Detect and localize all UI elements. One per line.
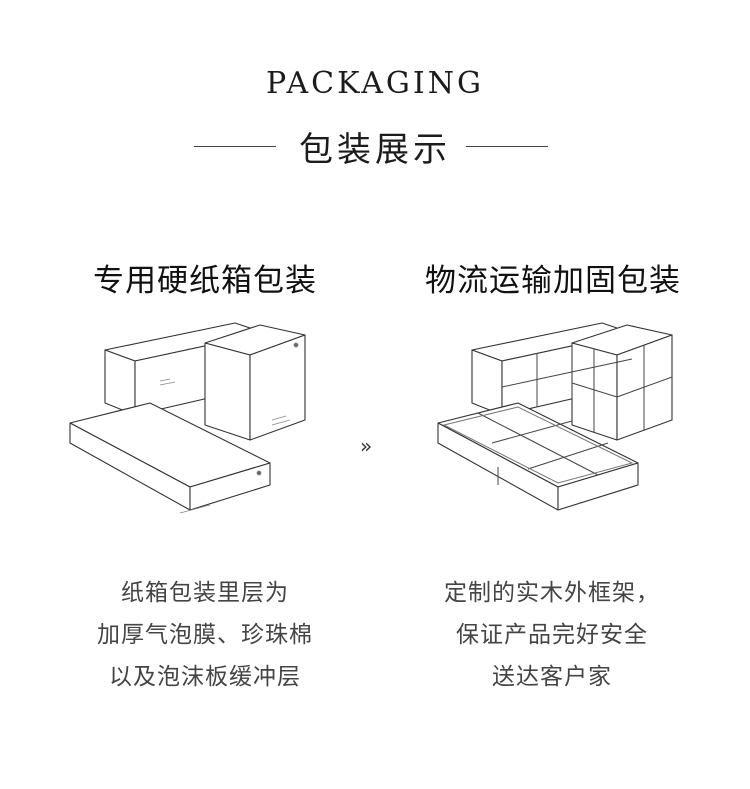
cardboard-packaging-description: 纸箱包装里层为 加厚气泡膜、珍珠棉 以及泡沫板缓冲层 [45,572,365,698]
title-divider-left [194,146,276,147]
description-line: 送达客户家 [492,664,612,690]
description-line: 加厚气泡膜、珍珠棉 [97,622,313,648]
cardboard-boxes-icon [69,322,306,514]
description-line: 以及泡沫板缓冲层 [109,664,301,690]
arrow-icon: » [360,434,373,458]
description-line: 保证产品完好安全 [456,622,648,648]
description-line: 纸箱包装里层为 [121,580,289,606]
crate-packaging-heading: 物流运输加固包装 [425,263,681,299]
cardboard-packaging-heading: 专用硬纸箱包装 [93,263,317,299]
section-title-row: 包装展示 [0,122,750,170]
description-line: 定制的实木外框架， [444,580,660,606]
wooden-crate-boxes-icon [437,322,673,511]
page-title-english: PACKAGING [266,66,484,101]
title-divider-right [466,146,548,147]
page-title-chinese: 包装展示 [299,130,451,170]
crate-packaging-description: 定制的实木外框架， 保证产品完好安全 送达客户家 [392,572,712,698]
